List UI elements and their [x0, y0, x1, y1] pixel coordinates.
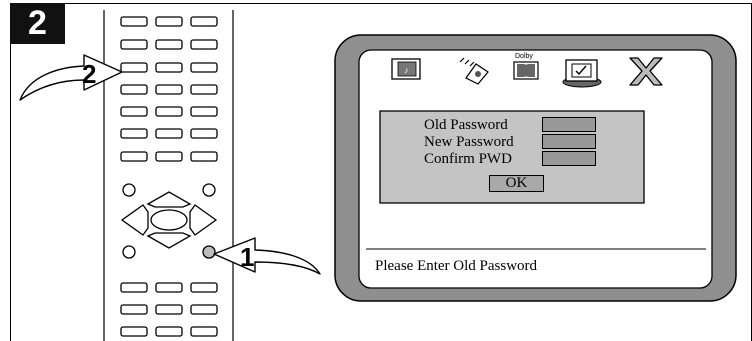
panel-left-border: [10, 3, 11, 341]
confirm-pwd-label: Confirm PWD: [424, 151, 512, 167]
panel-top-border: [10, 3, 752, 4]
dolby-icon: [513, 61, 539, 80]
exit-icon: [629, 57, 663, 86]
audio-icon: ♪: [391, 58, 421, 80]
arrow-1-number: 1: [240, 242, 254, 272]
confirm-pwd-field[interactable]: [542, 151, 596, 166]
remote-control: [103, 10, 234, 341]
callout-arrow-2: 2: [19, 54, 123, 101]
status-message: Please Enter Old Password: [375, 258, 538, 274]
ok-button[interactable]: OK: [489, 175, 544, 192]
old-password-label: Old Password: [424, 117, 508, 133]
speaker-icon: [459, 57, 489, 85]
new-password-label: New Password: [424, 134, 514, 150]
callout-arrow-1: 1: [213, 237, 321, 275]
dolby-label: Dolby: [515, 53, 533, 60]
svg-text:♪: ♪: [404, 65, 409, 75]
new-password-field[interactable]: [542, 134, 596, 149]
old-password-field[interactable]: [542, 117, 596, 132]
arrow-2-number: 2: [82, 59, 96, 89]
preference-icon: [562, 59, 602, 88]
step-number-badge: 2: [10, 3, 65, 44]
